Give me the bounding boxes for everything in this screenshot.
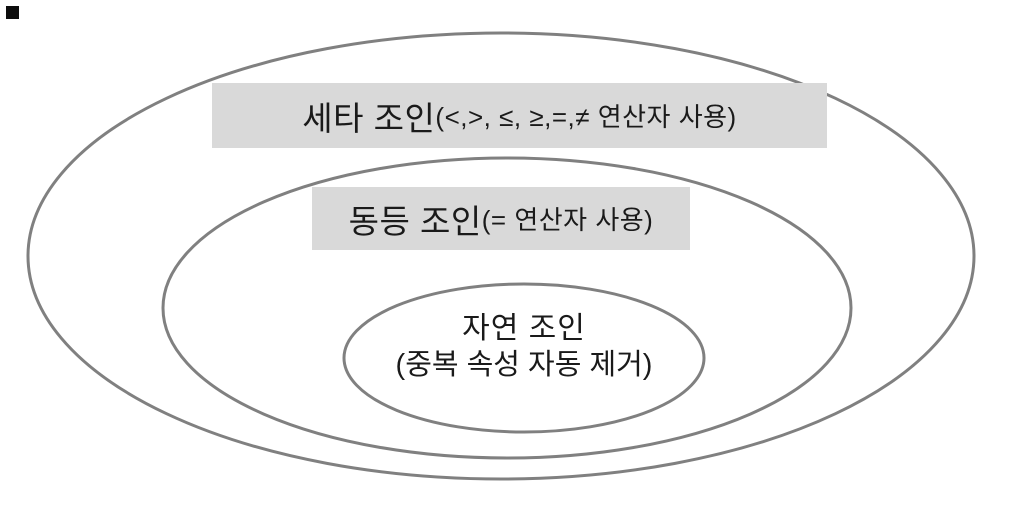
natural-join-note: (중복 속성 자동 제거) xyxy=(395,349,653,381)
theta-join-label: 세타 조인(<,>, ≤, ≥,=,≠ 연산자 사용) xyxy=(212,83,827,148)
equi-join-operators: (= 연산자 사용) xyxy=(481,205,654,235)
natural-join-ellipse xyxy=(342,282,706,434)
equi-join-ellipse xyxy=(161,156,853,460)
equi-join-title: 동등 조인 xyxy=(348,202,482,240)
natural-join-label: 자연 조인 (중복 속성 자동 제거) xyxy=(344,310,704,384)
theta-join-title: 세타 조인 xyxy=(302,99,436,137)
theta-join-operators: (<,>, ≤, ≥,=,≠ 연산자 사용) xyxy=(435,102,737,132)
theta-join-ellipse xyxy=(26,31,976,481)
natural-join-title: 자연 조인 xyxy=(462,312,586,345)
corner-artifact-square xyxy=(6,6,19,19)
equi-join-label: 동등 조인(= 연산자 사용) xyxy=(312,187,690,250)
